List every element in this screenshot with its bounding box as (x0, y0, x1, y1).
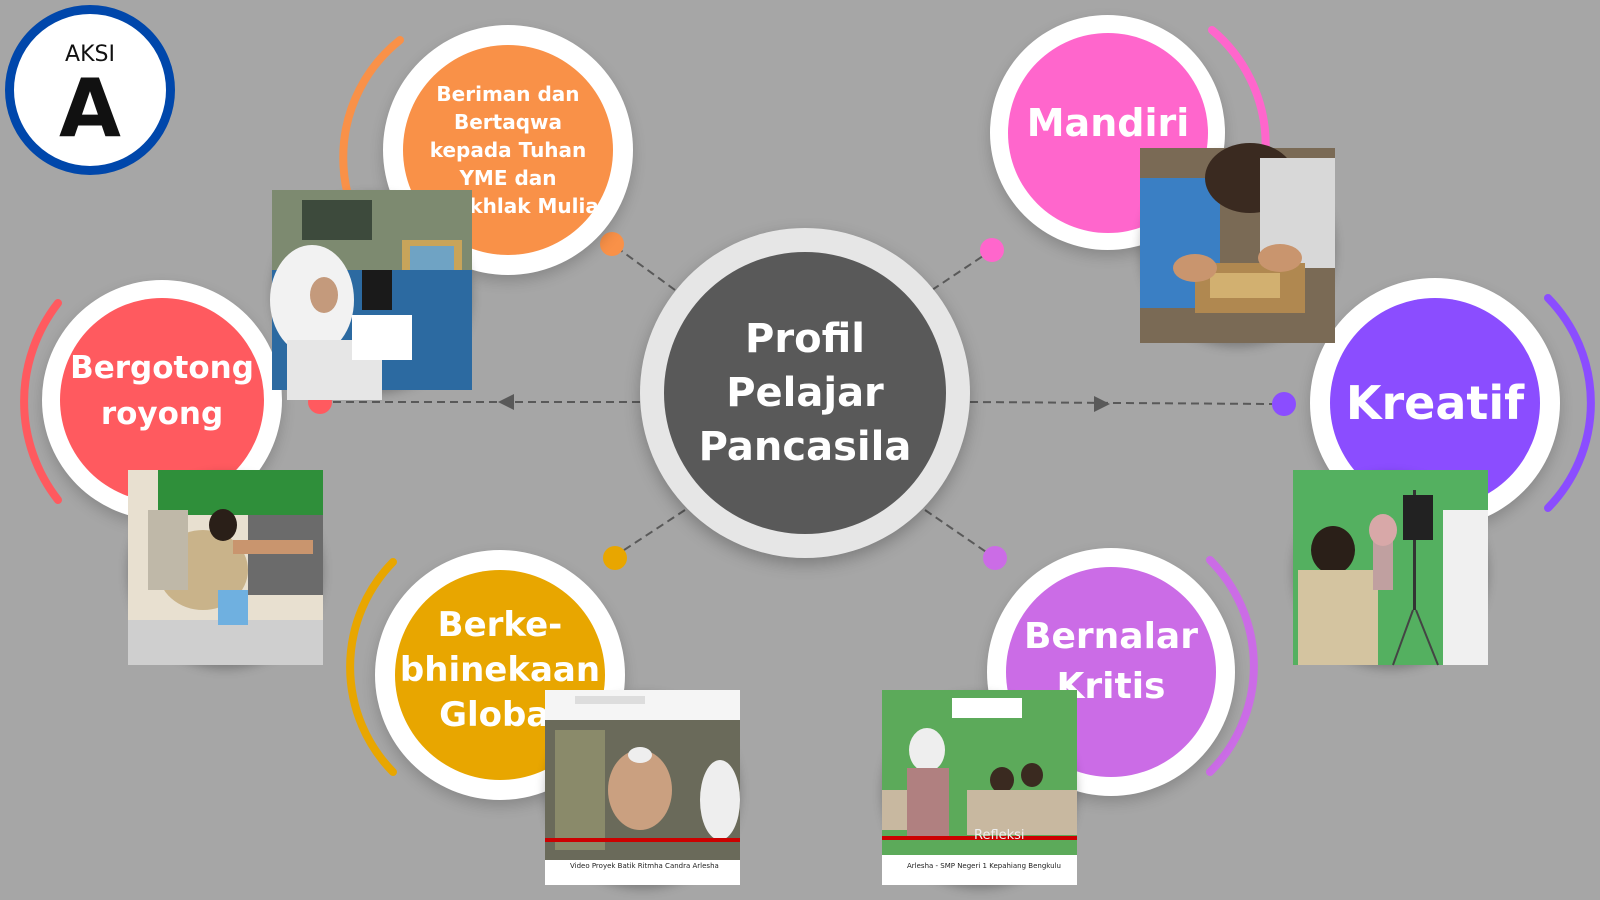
kreatif-photo-image (1293, 470, 1488, 666)
kebhinekaan-label: Berke- bhinekaan Global (399, 604, 601, 735)
arc-gotong (20, 299, 62, 504)
kebhinekaan-photo-image (545, 690, 740, 885)
mandiri-photo (1140, 143, 1335, 343)
kreatif-photo (1293, 470, 1488, 666)
badge-top-text: AKSI (65, 42, 115, 67)
badge-letter: A (59, 62, 121, 155)
dot-mandiri (980, 238, 1004, 262)
bernalar-photo-image (882, 690, 1077, 885)
dot-beriman (600, 232, 624, 256)
mandiri-photo-image (1140, 143, 1335, 343)
gotong-circle (60, 298, 264, 502)
kebhinekaan-video-caption: Video Proyek Batik Ritmha Candra Arlesha (570, 862, 719, 870)
arc-kreatif (1544, 294, 1595, 512)
arrow-left-icon (498, 394, 514, 410)
gotong-label: Bergotong royong (70, 350, 254, 432)
connector-kreatif (969, 401, 1273, 405)
gotong-photo (128, 470, 323, 665)
arrow-right-icon (1094, 396, 1110, 412)
center-circle (664, 252, 946, 534)
connector-bernalar (924, 509, 993, 557)
kebhinekaan-photo: Video Proyek Batik Ritmha Candra Arlesha (545, 690, 740, 885)
mandiri-label: Mandiri (1026, 101, 1190, 145)
beriman-label: Beriman dan Bertaqwa kepada Tuhan YME da… (417, 82, 599, 218)
kreatif-label: Kreatif (1345, 376, 1525, 430)
dot-kebhinekaan (603, 546, 627, 570)
connector-kebhinekaan (614, 509, 686, 557)
dot-kreatif (1272, 392, 1296, 416)
aksi-badge: AKSI A (5, 5, 175, 175)
arc-bernalar (1206, 556, 1258, 776)
bernalar-photo: Refleksi Arlesha - SMP Negeri 1 Kepahian… (882, 690, 1077, 885)
beriman-photo-image (270, 190, 472, 400)
beriman-photo (270, 190, 472, 400)
dot-bernalar (983, 546, 1007, 570)
center-title: Profil Pelajar Pancasila (698, 316, 912, 470)
gotong-photo-image (128, 470, 323, 665)
arc-kebhinekaan (346, 558, 397, 776)
connector-beriman (611, 243, 676, 291)
bernalar-video-caption: Arlesha - SMP Negeri 1 Kepahiang Bengkul… (907, 862, 1061, 870)
bernalar-video-title: Refleksi (974, 828, 1025, 843)
